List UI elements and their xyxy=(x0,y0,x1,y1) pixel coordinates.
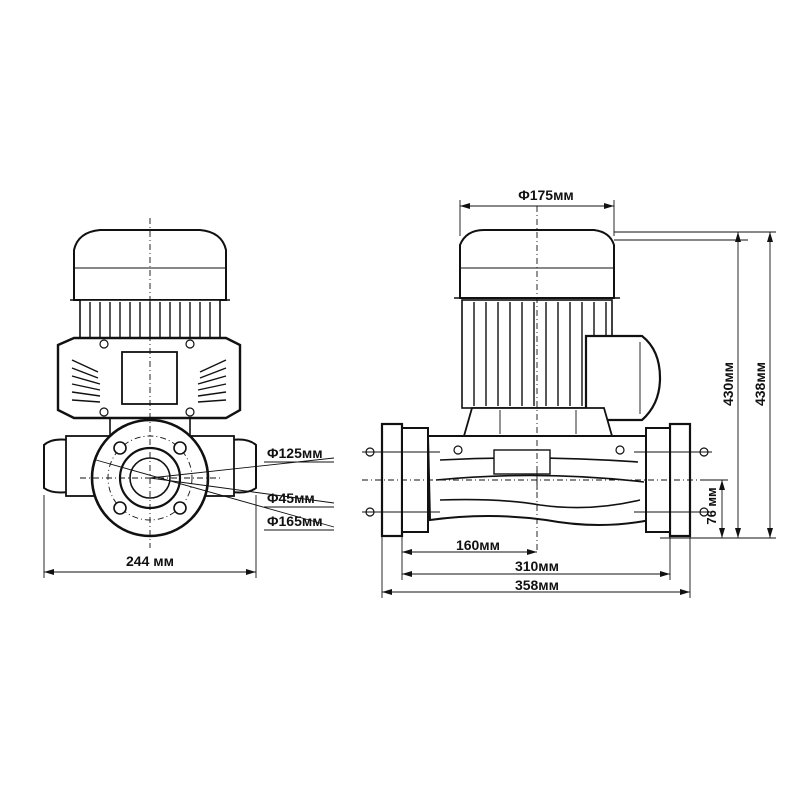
leader-bore xyxy=(149,477,335,504)
height-dimensions xyxy=(614,231,776,539)
front-width-label: 244 мм xyxy=(126,553,174,569)
front-width-dimension xyxy=(43,495,257,578)
motor-diameter-label: Φ175мм xyxy=(518,187,574,203)
front-terminal-box xyxy=(56,336,242,420)
bore-label: Φ45мм xyxy=(267,490,315,506)
height-430-label: 430мм xyxy=(720,362,736,406)
motor-diameter-dimension xyxy=(459,200,615,236)
port-length-label: 310мм xyxy=(515,558,559,574)
side-adapter xyxy=(462,407,614,437)
flange-outer-label: Φ165мм xyxy=(267,513,323,529)
height-438-label: 438мм xyxy=(752,362,768,406)
side-terminal-box xyxy=(584,334,662,422)
bolt-circle-label: Φ125мм xyxy=(267,445,323,461)
front-motor-fins xyxy=(79,299,221,341)
side-pump-casing xyxy=(426,435,652,526)
front-view: 244 мм Φ125мм Φ45мм Φ165мм xyxy=(43,218,335,578)
overall-length-label: 358мм xyxy=(515,577,559,593)
leader-flange-outer xyxy=(95,459,335,528)
half-length-label: 160мм xyxy=(456,537,500,553)
length-dimensions xyxy=(381,532,691,598)
base-height-label: 76 мм xyxy=(704,487,719,524)
leader-bolt-circle xyxy=(149,457,335,479)
side-view: Φ175мм 430мм 438мм 76 мм xyxy=(362,187,776,598)
front-motor-cover xyxy=(73,229,227,301)
